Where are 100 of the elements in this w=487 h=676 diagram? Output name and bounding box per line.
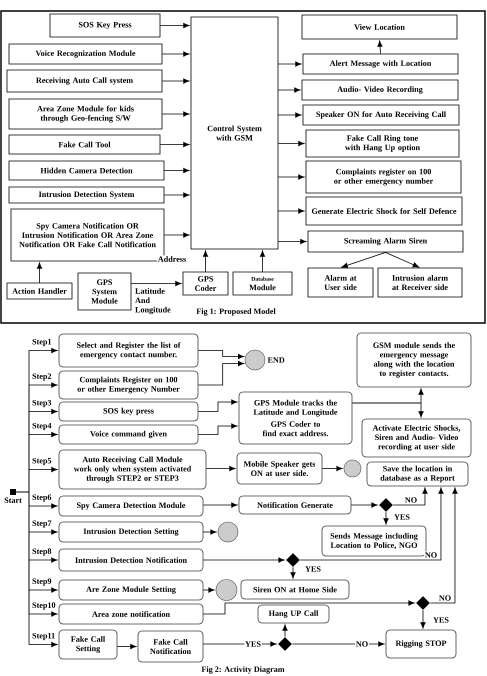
arrow <box>352 402 424 418</box>
start-label: Start <box>4 498 22 503</box>
activity-box: Complaints Register on 100 or other Emergency Number <box>58 370 198 400</box>
figure-caption: Fig 1: Proposed Model <box>196 308 276 316</box>
module-box: GPS Coder <box>182 272 228 296</box>
edge-label: Step3 <box>31 399 52 408</box>
decision-diamond <box>416 596 430 610</box>
arrow <box>160 22 190 28</box>
activity-box: Rigging STOP <box>386 630 456 658</box>
arrow <box>278 87 300 93</box>
arrow <box>392 488 428 506</box>
arrow <box>342 252 386 268</box>
activity-box: Intrusion Detection Setting <box>58 522 204 542</box>
edge-label: NO <box>355 640 369 648</box>
edge-label: NO <box>438 594 452 602</box>
arrow <box>278 112 302 118</box>
module-box: Fake Call Ring tone with Hang Up option <box>306 130 460 158</box>
arrow <box>203 587 215 593</box>
edge-label: Step9 <box>31 578 52 586</box>
arrow <box>164 192 190 198</box>
edge-label: Address <box>157 255 187 263</box>
arrow <box>430 488 458 604</box>
activity-box: Intrusion Detection Notification <box>58 548 204 572</box>
arrow <box>278 174 304 180</box>
edge-label: Latitude And Longitude <box>134 287 176 315</box>
arrow <box>198 399 238 412</box>
module-box: Speaker ON for Auto Receiving Call <box>302 104 460 126</box>
arrow <box>290 566 296 578</box>
arrow <box>198 423 238 435</box>
activity-box: Select and Register the list of emergency contact number. <box>58 334 198 368</box>
module-box: Voice Recognization Module <box>8 44 162 64</box>
arrow <box>203 502 238 508</box>
end-circle <box>344 460 362 478</box>
arrow <box>351 502 378 508</box>
control-box: Control System with GSM <box>190 16 278 250</box>
arrow <box>282 624 288 638</box>
activity-box: Mobile Speaker gets ON at user side. <box>236 452 322 484</box>
arrow <box>162 78 190 84</box>
module-box: SOS Key Press <box>50 14 160 38</box>
arrow <box>203 641 277 647</box>
figure-caption: Fig 2: Activity Diagram <box>202 666 284 674</box>
edge-label: YES <box>304 565 322 573</box>
end-circle <box>244 350 266 370</box>
edge-label: YES <box>244 640 262 648</box>
module-box: Receiving Auto Call system <box>6 70 162 92</box>
module-box: Action Handler <box>6 282 72 300</box>
arrow <box>117 644 136 650</box>
arrow <box>16 492 58 648</box>
arrow <box>164 232 190 238</box>
activity-box: Fake Call Notification <box>138 630 204 662</box>
arrow <box>131 280 182 286</box>
edge-label: Step10 <box>31 602 56 610</box>
edge-label: Step4 <box>31 422 52 431</box>
arrow <box>162 51 190 57</box>
arrow <box>278 208 304 214</box>
end-label: END <box>268 357 284 363</box>
activity-box: Save the location in database as a Report <box>366 462 468 486</box>
module-box: Fake Call Tool <box>8 134 160 154</box>
arrow <box>203 557 285 563</box>
module-box: Intrusion alarm at Receiver side <box>378 268 462 298</box>
arrow <box>377 40 383 54</box>
arrow <box>203 529 217 535</box>
arrow <box>420 610 426 628</box>
activity-box: Voice command given <box>58 424 198 444</box>
edge-label: YES <box>432 616 450 624</box>
module-box: Audio- Video Recording <box>302 80 458 100</box>
edge-label: Step8 <box>31 548 52 556</box>
activity-box: Siren ON at Home Side <box>240 580 350 600</box>
arrow <box>385 252 419 268</box>
activity-box: GSM module sends the emergency message along with the location to register contacts. <box>356 332 472 388</box>
module-box: Alert Message with Location <box>302 54 458 74</box>
edge-label: Step6 <box>31 494 52 502</box>
arrow <box>203 600 415 614</box>
arrow <box>260 250 266 272</box>
edge-label: Step7 <box>31 520 52 528</box>
end-circle <box>218 522 238 542</box>
decision-diamond <box>278 637 292 651</box>
arrow <box>160 142 190 148</box>
arrow <box>383 512 389 524</box>
arrow <box>202 250 208 272</box>
activity-box: Notification Generate <box>238 496 352 514</box>
arrow <box>36 262 42 283</box>
module-box: Screaming Alarm Siren <box>308 230 464 252</box>
module-box: GPS System Module <box>78 272 132 310</box>
module-box: Generate Electric Shock for Self Defence <box>306 196 462 226</box>
activity-box: Activate Electric Shocks, Siren and Audio- Video recording at user side <box>362 418 472 458</box>
arrow <box>322 466 343 472</box>
arrow <box>278 61 302 67</box>
decision-diamond <box>379 498 393 512</box>
arrow <box>292 641 384 647</box>
module-box: View Location <box>302 14 458 40</box>
edge-label: NO <box>424 551 438 559</box>
decision-diamond <box>286 553 300 567</box>
arrow <box>206 466 236 472</box>
module-box: Hidden Camera Detection <box>8 160 164 180</box>
edge-label: NO <box>404 496 418 504</box>
activity-box: Hang UP Call <box>258 604 330 624</box>
activity-box: GPS Module tracks the Latitude and Longitude GPS Coder to find exact address. <box>238 392 352 444</box>
arrow <box>278 238 306 244</box>
edge-label: Step11 <box>31 632 56 641</box>
